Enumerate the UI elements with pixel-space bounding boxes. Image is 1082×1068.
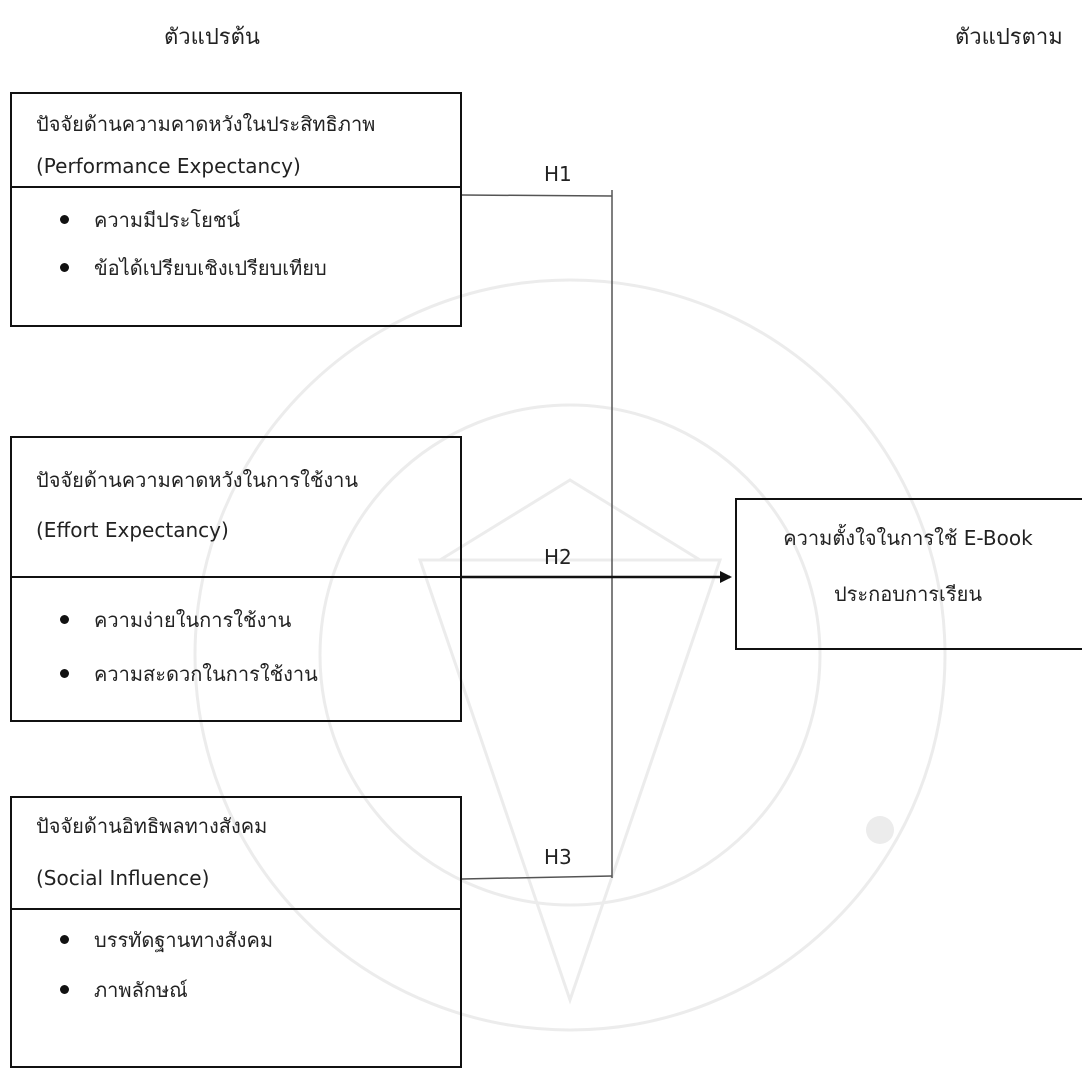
dependent-variable-header: ตัวแปรตาม: [955, 25, 1063, 50]
factor-box-social: ปัจจัยด้านอิทธิพลทางสังคม (Social Influe…: [10, 796, 462, 1068]
factor-title: ปัจจัยด้านความคาดหวังในประสิทธิภาพ (Perf…: [12, 94, 460, 188]
factor-items: ความง่ายในการใช้งาน ความสะดวกในการใช้งาน: [12, 578, 460, 698]
outcome-line-1: ความตั้งใจในการใช้ E-Book: [783, 526, 1033, 550]
factor-items: บรรทัดฐานทางสังคม ภาพลักษณ์: [12, 910, 460, 1014]
factor-title: ปัจจัยด้านความคาดหวังในการใช้งาน (Effort…: [12, 438, 460, 578]
outcome-line-2: ประกอบการเรียน: [833, 582, 983, 606]
factor-title-en: (Social Influence): [36, 866, 210, 890]
h2-label: H2: [544, 545, 572, 569]
factor-title-th: ปัจจัยด้านความคาดหวังในประสิทธิภาพ: [36, 112, 376, 136]
factor-title-en: (Effort Expectancy): [36, 518, 229, 542]
factor-box-effort: ปัจจัยด้านความคาดหวังในการใช้งาน (Effort…: [10, 436, 462, 722]
factor-item: ความมีประโยชน์: [60, 196, 460, 244]
factor-item: ข้อได้เปรียบเชิงเปรียบเทียบ: [60, 244, 460, 292]
factor-title-en: (Performance Expectancy): [36, 154, 301, 178]
factor-title: ปัจจัยด้านอิทธิพลทางสังคม (Social Influe…: [12, 798, 460, 910]
factor-item: ภาพลักษณ์: [60, 966, 460, 1014]
h3-label: H3: [544, 845, 572, 869]
h1-label: H1: [544, 162, 572, 186]
h3-connector: [461, 875, 613, 880]
outcome-box: ความตั้งใจในการใช้ E-Book ประกอบการเรียน: [735, 498, 1082, 650]
factor-title-th: ปัจจัยด้านความคาดหวังในการใช้งาน: [36, 468, 359, 492]
factor-box-performance: ปัจจัยด้านความคาดหวังในประสิทธิภาพ (Perf…: [10, 92, 462, 327]
factor-item: บรรทัดฐานทางสังคม: [60, 916, 460, 964]
h1-connector: [461, 194, 613, 197]
factor-item: ความง่ายในการใช้งาน: [60, 596, 460, 644]
factor-title-th: ปัจจัยด้านอิทธิพลทางสังคม: [36, 814, 268, 838]
factor-items: ความมีประโยชน์ ข้อได้เปรียบเชิงเปรียบเที…: [12, 188, 460, 292]
factor-item: ความสะดวกในการใช้งาน: [60, 650, 460, 698]
independent-variable-header: ตัวแปรต้น: [164, 25, 260, 50]
